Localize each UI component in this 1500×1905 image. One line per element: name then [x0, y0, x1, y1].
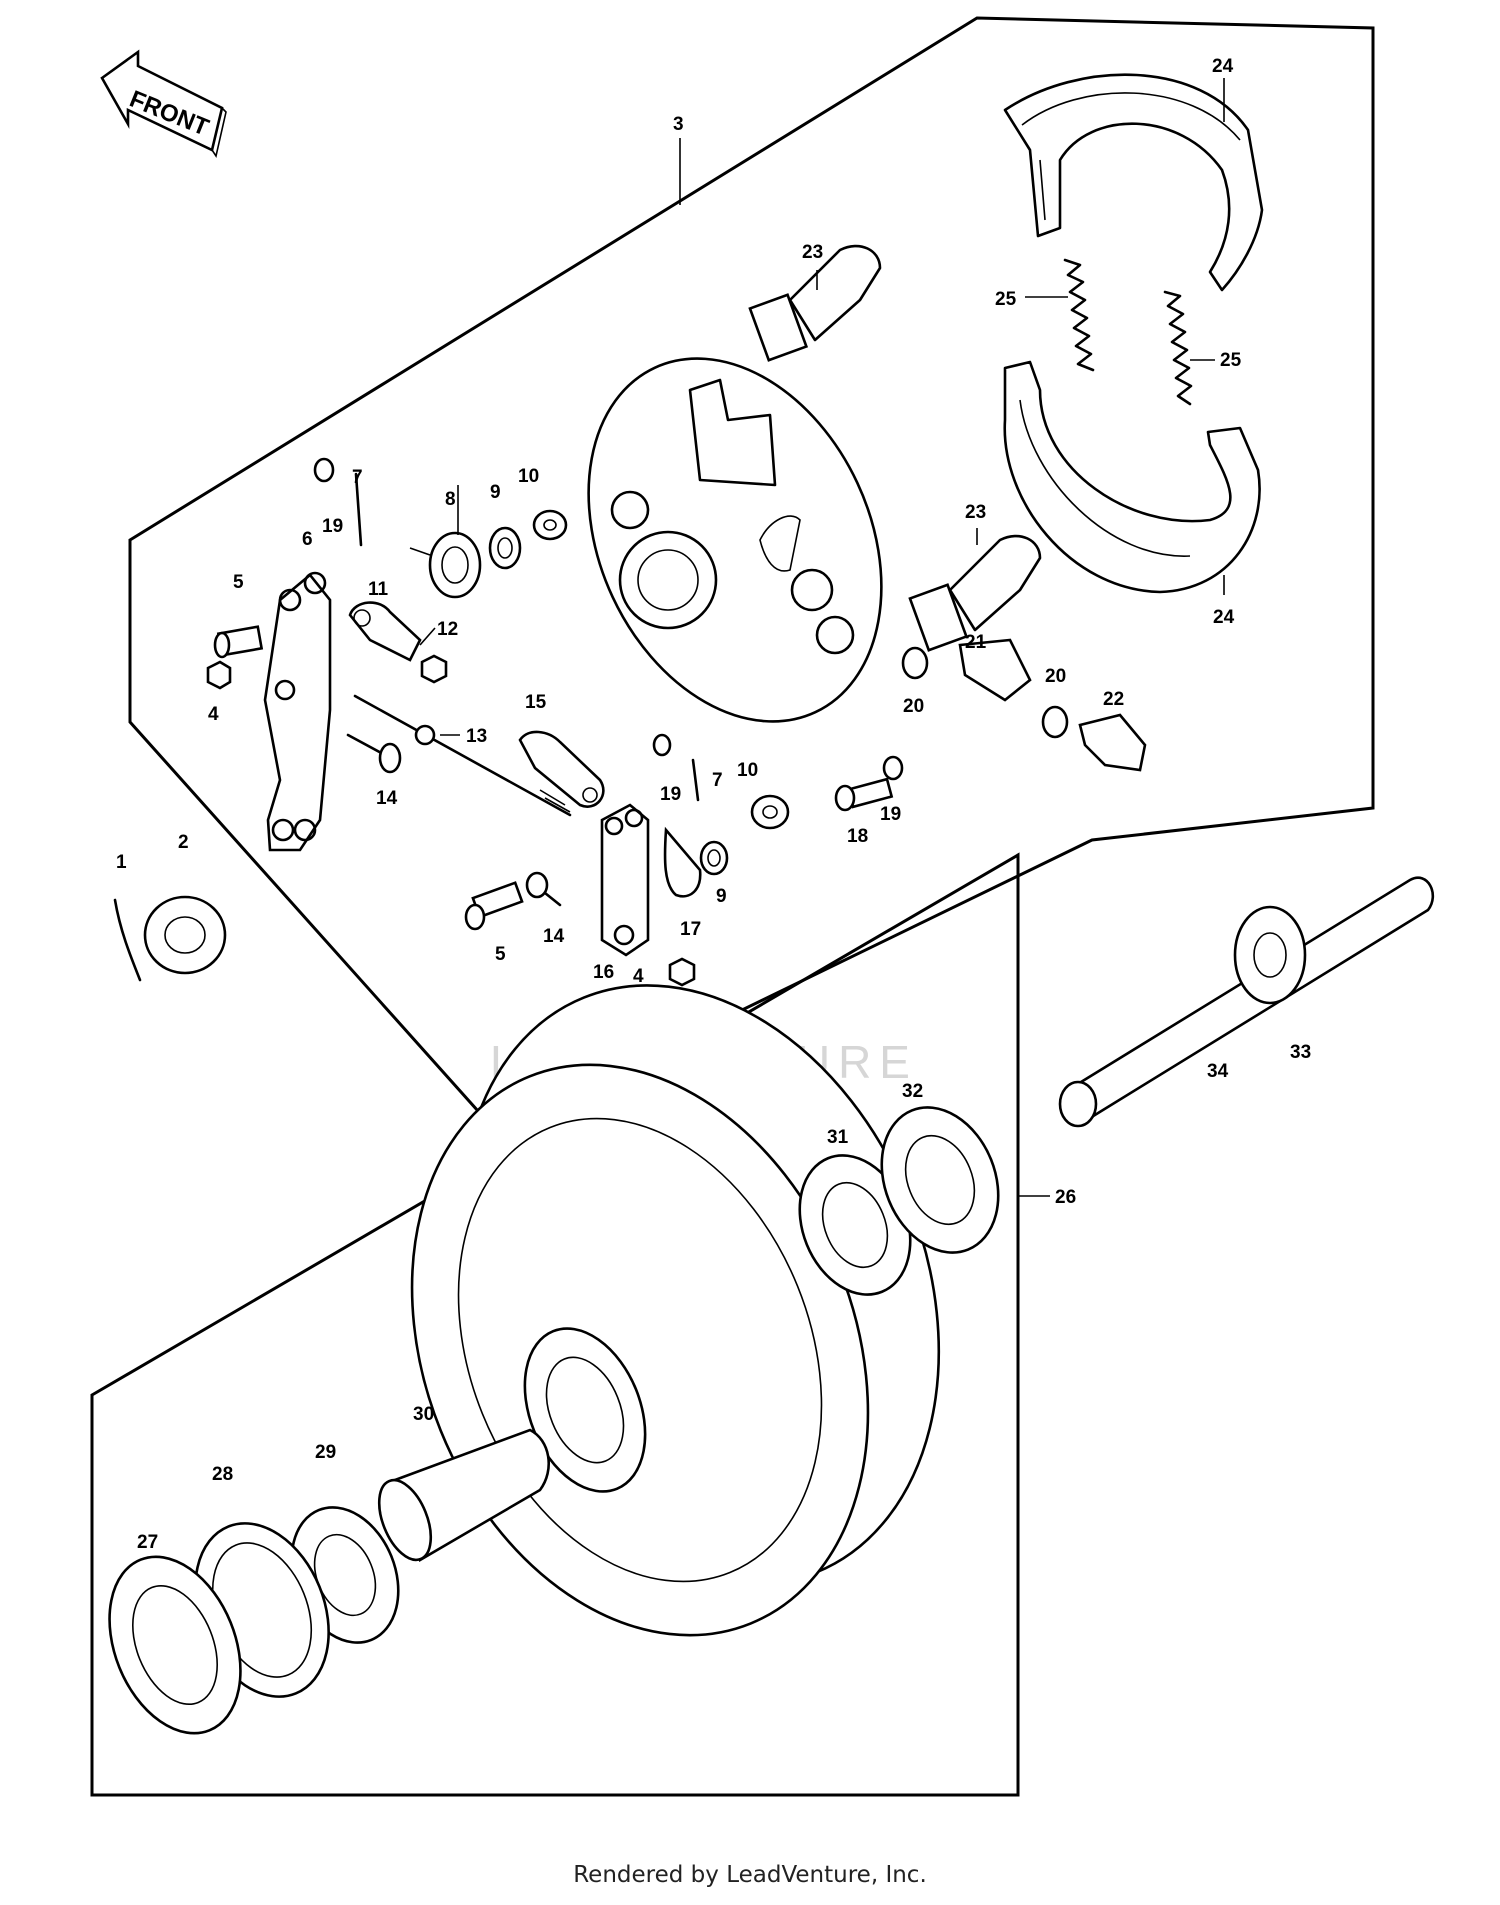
- callout-14b: 14: [543, 926, 565, 947]
- callout-13: 13: [466, 726, 487, 747]
- bolt-14-lower: [525, 871, 562, 907]
- callouts: 1 2 3 4 4 5 5 6 7 7 8 9 9 10 10 11 12 13…: [116, 56, 1311, 1553]
- front-arrow-icon: FRONT: [100, 49, 227, 158]
- callout-26: 26: [1055, 1187, 1076, 1208]
- grease-seal-32: [880, 1106, 1000, 1254]
- brake-lever-arm: [263, 571, 332, 852]
- callout-22: 22: [1103, 689, 1124, 710]
- washer-19-mid: [652, 733, 672, 757]
- indicator-17: [663, 826, 702, 898]
- seal-9-upper: [488, 526, 522, 570]
- callout-21: 21: [965, 632, 987, 653]
- hub-spacer: [377, 1428, 550, 1562]
- callout-33: 33: [1290, 1042, 1311, 1063]
- bearing-31: [798, 1154, 912, 1296]
- brake-panel-group-frame: [128, 16, 1375, 1132]
- shoe-spring-left: [1063, 258, 1095, 372]
- callout-10a: 10: [518, 466, 539, 487]
- nut-4-upper: [206, 660, 232, 690]
- callout-9a: 9: [490, 482, 501, 503]
- washer-10-lower: [750, 794, 790, 830]
- callout-25a: 25: [995, 289, 1017, 310]
- callout-19b: 19: [660, 784, 681, 805]
- callout-14a: 14: [376, 788, 398, 809]
- washer-19-upper: [313, 457, 335, 483]
- callout-15: 15: [525, 692, 547, 713]
- callout-19a: 19: [322, 516, 343, 537]
- callout-5b: 5: [495, 944, 506, 965]
- callout-12: 12: [437, 619, 458, 640]
- shoe-spring-right: [1163, 290, 1193, 406]
- callout-24a: 24: [1212, 56, 1234, 77]
- nut-12: [420, 654, 448, 684]
- bolt-5-lower: [464, 881, 524, 931]
- callout-29: 29: [315, 1442, 336, 1463]
- callout-2: 2: [178, 832, 189, 853]
- cotter-pin-7-lower: [691, 758, 700, 802]
- callout-19c: 19: [880, 804, 901, 825]
- callout-24b: 24: [1213, 607, 1235, 628]
- footer-credit: Rendered by LeadVenture, Inc.: [573, 1862, 927, 1888]
- callout-6: 6: [302, 529, 313, 550]
- bolt-14-upper: [346, 733, 402, 774]
- axle-shaft: [1058, 876, 1434, 1128]
- return-spring-8: [409, 531, 482, 599]
- callout-32: 32: [902, 1081, 923, 1102]
- callout-4b: 4: [633, 966, 644, 987]
- cotter-pin-7-upper: [354, 472, 363, 547]
- callout-1: 1: [116, 852, 127, 873]
- callout-17: 17: [680, 919, 701, 940]
- callout-7b: 7: [712, 770, 723, 791]
- wheel-hub: [410, 984, 941, 1637]
- callout-10b: 10: [737, 760, 758, 781]
- brake-panel: [587, 357, 883, 723]
- callout-3: 3: [673, 114, 684, 135]
- rod-joint-15: [518, 730, 605, 808]
- brake-rod: [353, 694, 572, 817]
- axle-collar: [1233, 905, 1307, 1005]
- callout-16: 16: [593, 962, 614, 983]
- callout-20a: 20: [903, 696, 924, 717]
- washer-20-right: [1041, 705, 1069, 739]
- sprocket-27: [108, 1555, 242, 1735]
- lever-shaft-11: [348, 601, 422, 662]
- callout-31: 31: [827, 1127, 849, 1148]
- callout-30: 30: [413, 1404, 434, 1425]
- callout-4a: 4: [208, 704, 219, 725]
- washer-10-upper: [532, 509, 568, 541]
- brake-shoe-upper: [1003, 73, 1264, 292]
- callout-23a: 23: [802, 242, 823, 263]
- callout-20b: 20: [1045, 666, 1066, 687]
- callout-11: 11: [368, 579, 389, 600]
- brake-camshaft-upper: [748, 244, 882, 362]
- nut-4-lower: [668, 957, 696, 987]
- callout-28: 28: [212, 1464, 233, 1485]
- callout-25b: 25: [1220, 350, 1242, 371]
- callout-23b: 23: [965, 502, 986, 523]
- washer-19-right: [882, 755, 904, 781]
- callout-27: 27: [137, 1532, 158, 1553]
- callout-5a: 5: [233, 572, 244, 593]
- washer-20-left: [901, 646, 929, 680]
- callout-34: 34: [1207, 1061, 1229, 1082]
- bolt-5-upper: [213, 625, 264, 659]
- wear-indicator-21: [958, 638, 1032, 702]
- lever-16: [600, 803, 650, 957]
- cotter-pin-1: [113, 898, 142, 982]
- callout-18: 18: [847, 826, 868, 847]
- bolt-18: [834, 777, 894, 812]
- callout-8: 8: [445, 489, 456, 510]
- callout-7a: 7: [352, 467, 363, 488]
- leader-lines: [419, 78, 1225, 1230]
- brake-camshaft-lower: [908, 534, 1042, 652]
- callout-9b: 9: [716, 886, 727, 907]
- axle-nut-2: [143, 895, 227, 975]
- bolt-22: [1078, 713, 1147, 772]
- brake-shoe-lower: [1003, 360, 1261, 594]
- seal-9-lower: [699, 840, 729, 876]
